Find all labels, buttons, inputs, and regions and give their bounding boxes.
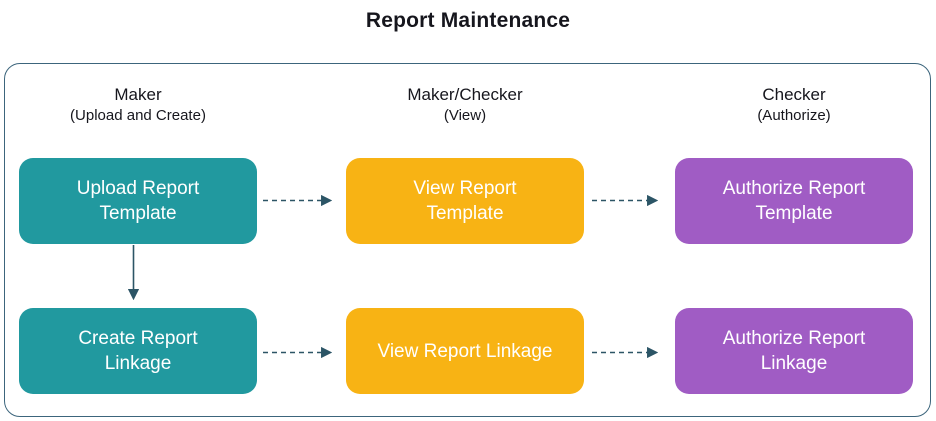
diagram-frame: Maker (Upload and Create) Maker/Checker …: [4, 63, 931, 417]
node-authorize-report-linkage: Authorize Report Linkage: [675, 308, 913, 394]
node-create-report-linkage: Create Report Linkage: [19, 308, 257, 394]
column-role: Checker: [762, 85, 826, 104]
column-role: Maker/Checker: [407, 85, 523, 104]
node-upload-report-template: Upload Report Template: [19, 158, 257, 244]
page-title: Report Maintenance: [365, 9, 571, 32]
column-action: (Authorize): [757, 107, 831, 124]
node-authorize-report-template: Authorize Report Template: [675, 158, 913, 244]
column-action: (Upload and Create): [70, 107, 206, 124]
column-header-maker-checker: Maker/Checker (View): [346, 84, 584, 126]
column-role: Maker: [114, 85, 162, 104]
column-action: (View): [443, 107, 487, 124]
column-header-checker: Checker (Authorize): [675, 84, 913, 126]
node-view-report-template: View Report Template: [346, 158, 584, 244]
node-view-report-linkage: View Report Linkage: [346, 308, 584, 394]
column-header-maker: Maker (Upload and Create): [19, 84, 257, 126]
